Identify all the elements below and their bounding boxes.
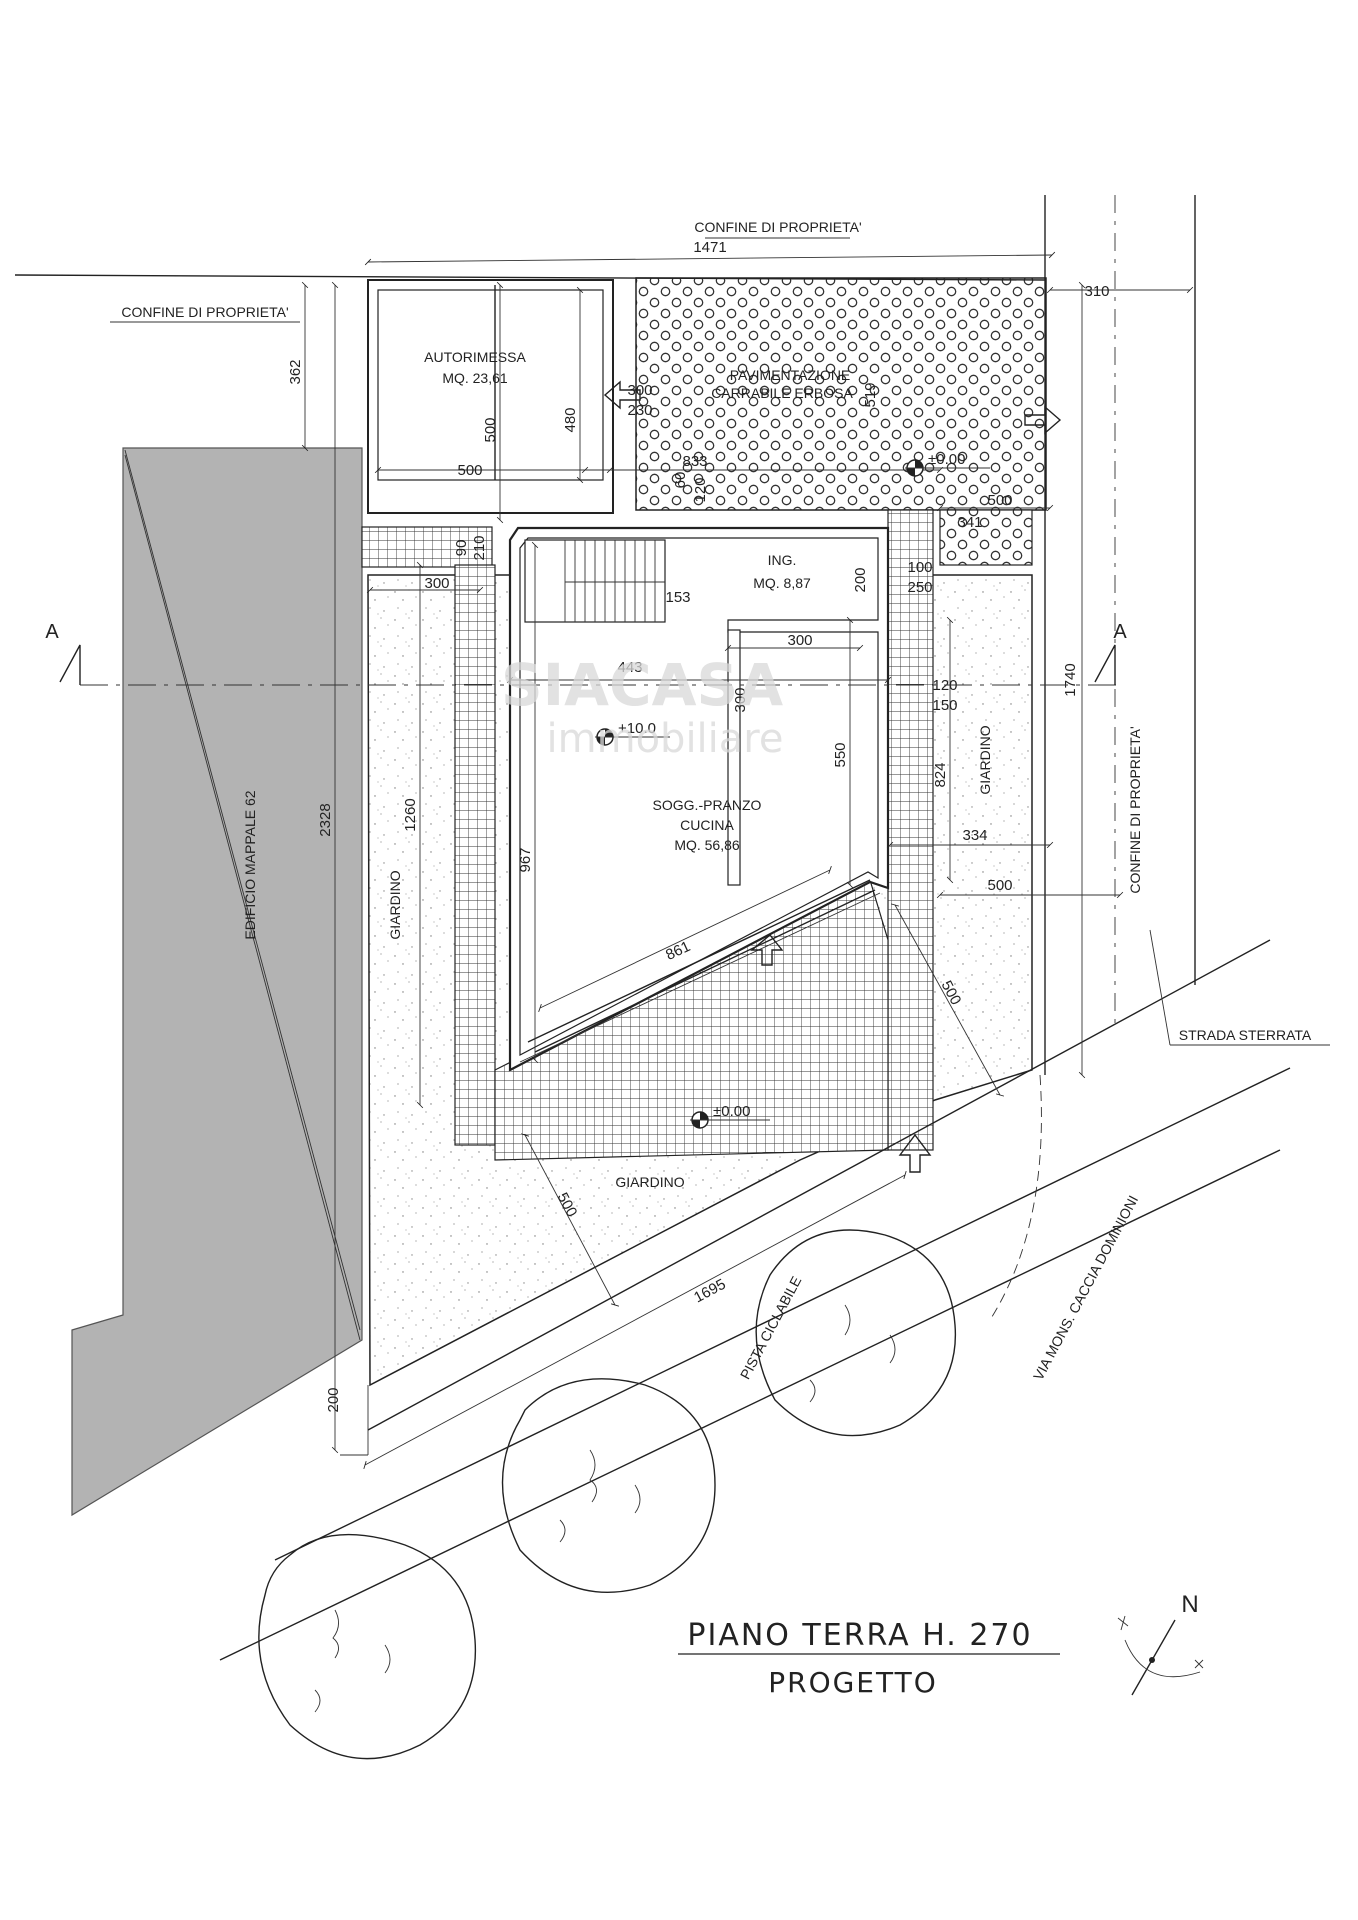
- dim-150: 150: [932, 697, 957, 714]
- garage: [367, 279, 614, 514]
- dim-500-garage-w: 500: [457, 462, 482, 479]
- dim-1471: 1471: [693, 239, 726, 256]
- garden-label-left: GIARDINO: [387, 870, 403, 939]
- dim-550: 550: [832, 742, 849, 767]
- watermark-brand: SIACASA: [501, 651, 783, 719]
- dim-200-entrance: 200: [852, 567, 869, 592]
- dim-824: 824: [932, 762, 949, 787]
- street-name-label: VIA MONS. CACCIA DOMINIONI: [1030, 1193, 1141, 1383]
- tree-3: [755, 1229, 957, 1437]
- dim-90: 90: [453, 540, 470, 557]
- living-area: MQ. 56,86: [674, 837, 740, 853]
- property-boundary-top: CONFINE DI PROPRIETA': [694, 219, 861, 235]
- dim-210: 210: [471, 535, 488, 560]
- entrance-label: ING.: [768, 552, 797, 568]
- level-marker-garden: [690, 1111, 770, 1129]
- property-boundary-right: CONFINE DI PROPRIETA': [1127, 726, 1143, 893]
- dim-480: 480: [562, 407, 579, 432]
- dim-833: 833: [682, 453, 707, 470]
- property-boundary-left: CONFINE DI PROPRIETA': [121, 304, 288, 320]
- entry-arrows: [603, 380, 1062, 1173]
- dim-200-bottom: 200: [325, 1387, 342, 1412]
- property-lines: [14, 195, 1196, 1456]
- garage-label: AUTORIMESSA: [424, 349, 526, 365]
- dim-334: 334: [962, 827, 987, 844]
- dim-1695: 1695: [691, 1276, 728, 1307]
- dim-60: 60: [672, 472, 689, 489]
- dim-519: 519: [862, 382, 879, 407]
- tree-2: [501, 1378, 716, 1594]
- neighbour-building: [71, 447, 363, 1517]
- level-marker-living: [595, 728, 670, 746]
- drawing-title: PIANO TERRA H. 270: [687, 1618, 1032, 1653]
- entrance-area: MQ. 8,87: [753, 575, 811, 591]
- dim-153: 153: [665, 589, 690, 606]
- dim-1740: 1740: [1062, 663, 1079, 696]
- drawing-subtitle: PROGETTO: [768, 1666, 938, 1699]
- north-label: N: [1181, 1591, 1198, 1618]
- dim-310: 310: [1084, 283, 1109, 300]
- paving-label-1: PAVIMENTAZIONE: [730, 367, 851, 383]
- dim-1260: 1260: [402, 798, 419, 831]
- dim-500-right: 500: [987, 492, 1012, 509]
- level-upper-text: ±0.00: [928, 451, 965, 468]
- dim-341: 341: [957, 514, 982, 531]
- living-label-2: CUCINA: [680, 817, 734, 833]
- paving-label-2: CARRABILE ERBOSA: [711, 385, 853, 401]
- dim-300-kitchen: 300: [787, 632, 812, 649]
- level-garden-text: ±0.00: [713, 1103, 750, 1120]
- dim-120-upper: 120: [692, 477, 709, 502]
- dirt-road-label: STRADA STERRATA: [1179, 1027, 1312, 1043]
- garden-label-bottom: GIARDINO: [615, 1174, 684, 1190]
- dim-2328: 2328: [317, 803, 334, 836]
- dim-500-garden-right: 500: [987, 877, 1012, 894]
- section-label-left: A: [45, 621, 59, 643]
- building-label: EDIFICIO MAPPALE 62: [242, 790, 258, 939]
- dim-443: 443: [617, 659, 642, 676]
- dim-100: 100: [907, 559, 932, 576]
- dim-120-lower: 120: [932, 677, 957, 694]
- section-line: [59, 644, 1120, 686]
- tree-1: [258, 1533, 477, 1760]
- bike-path-label: PISTA CICLABILE: [737, 1274, 805, 1382]
- dim-967: 967: [517, 847, 534, 872]
- grass-paving-strip: [939, 509, 1033, 566]
- dim-230: 230: [627, 402, 652, 419]
- dimension-lines: [301, 251, 1194, 1470]
- section-label-right: A: [1113, 621, 1127, 643]
- dim-250: 250: [907, 579, 932, 596]
- level-marker-upper: [905, 459, 990, 477]
- level-living-text: +10.0: [618, 720, 656, 737]
- living-label-1: SOGG.-PRANZO: [653, 797, 762, 813]
- dim-300-left: 300: [424, 575, 449, 592]
- garden-label-right: GIARDINO: [977, 725, 993, 794]
- north-arrow-icon: [1117, 1615, 1204, 1696]
- garage-area: MQ. 23,61: [442, 370, 508, 386]
- dim-362: 362: [287, 359, 304, 384]
- dim-300-vertical: 300: [732, 687, 749, 712]
- dim-500-garage-h: 500: [482, 417, 499, 442]
- watermark-sub: immobiliare: [547, 716, 784, 762]
